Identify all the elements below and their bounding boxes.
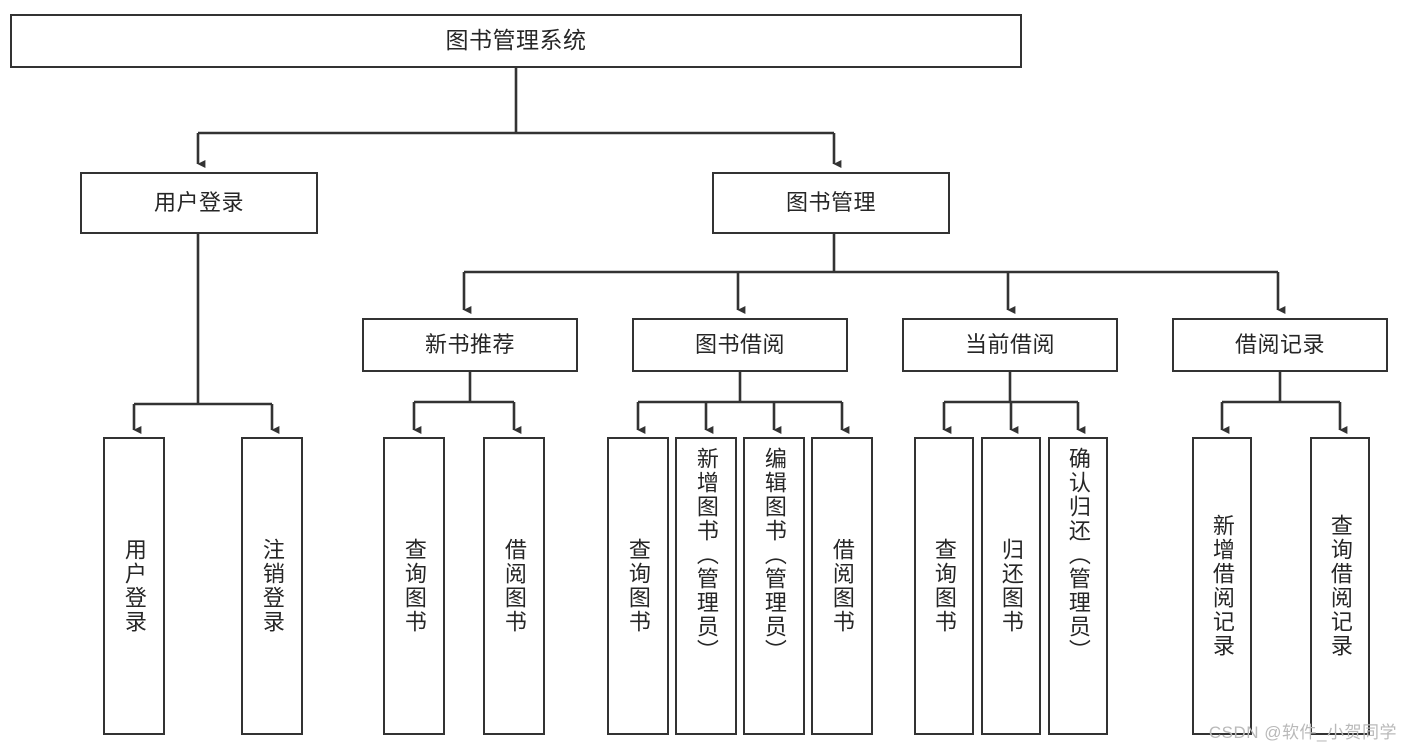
leaf-borrow-record-query[interactable]: 查询借阅记录	[1310, 437, 1370, 735]
node-new-book-recommend[interactable]: 新书推荐	[362, 318, 578, 372]
node-borrow-record[interactable]: 借阅记录	[1172, 318, 1388, 372]
node-label: 归还图书	[998, 538, 1024, 634]
node-label: 借阅图书	[829, 538, 855, 634]
leaf-book-borrow-borrow[interactable]: 借阅图书	[811, 437, 873, 735]
leaf-user-login-logout[interactable]: 注销登录	[241, 437, 303, 735]
leaf-user-login-login[interactable]: 用户登录	[103, 437, 165, 735]
node-label: 查询借阅记录	[1327, 514, 1353, 658]
node-label: 新书推荐	[424, 332, 515, 358]
leaf-book-borrow-add[interactable]: 新增图书（管理员）	[675, 437, 737, 735]
node-root-library-system[interactable]: 图书管理系统	[10, 14, 1022, 68]
node-label: 用户登录	[121, 538, 147, 634]
node-label: 用户登录	[153, 190, 244, 216]
node-label: 图书管理系统	[445, 27, 587, 54]
node-label: 确认归还（管理员）	[1065, 447, 1091, 663]
leaf-new-book-query[interactable]: 查询图书	[383, 437, 445, 735]
node-label: 查询图书	[931, 538, 957, 634]
node-label: 注销登录	[259, 538, 285, 634]
node-label: 新增借阅记录	[1209, 514, 1235, 658]
leaf-current-borrow-query[interactable]: 查询图书	[914, 437, 974, 735]
leaf-borrow-record-add[interactable]: 新增借阅记录	[1192, 437, 1252, 735]
leaf-new-book-borrow[interactable]: 借阅图书	[483, 437, 545, 735]
node-label: 新增图书（管理员）	[693, 447, 719, 663]
node-book-borrow[interactable]: 图书借阅	[632, 318, 848, 372]
node-book-management[interactable]: 图书管理	[712, 172, 950, 234]
node-label: 图书借阅	[694, 332, 785, 358]
node-label: 查询图书	[625, 538, 651, 634]
leaf-current-borrow-confirm-return[interactable]: 确认归还（管理员）	[1048, 437, 1108, 735]
node-label: 查询图书	[401, 538, 427, 634]
node-label: 编辑图书（管理员）	[761, 447, 787, 663]
leaf-book-borrow-edit[interactable]: 编辑图书（管理员）	[743, 437, 805, 735]
node-label: 借阅图书	[501, 538, 527, 634]
csdn-watermark: CSDN @软件_小贺同学	[1208, 723, 1397, 742]
leaf-book-borrow-query[interactable]: 查询图书	[607, 437, 669, 735]
node-current-borrow[interactable]: 当前借阅	[902, 318, 1118, 372]
node-label: 借阅记录	[1234, 332, 1325, 358]
node-label: 当前借阅	[964, 332, 1055, 358]
node-label: 图书管理	[785, 190, 876, 216]
node-user-login[interactable]: 用户登录	[80, 172, 318, 234]
leaf-current-borrow-return[interactable]: 归还图书	[981, 437, 1041, 735]
